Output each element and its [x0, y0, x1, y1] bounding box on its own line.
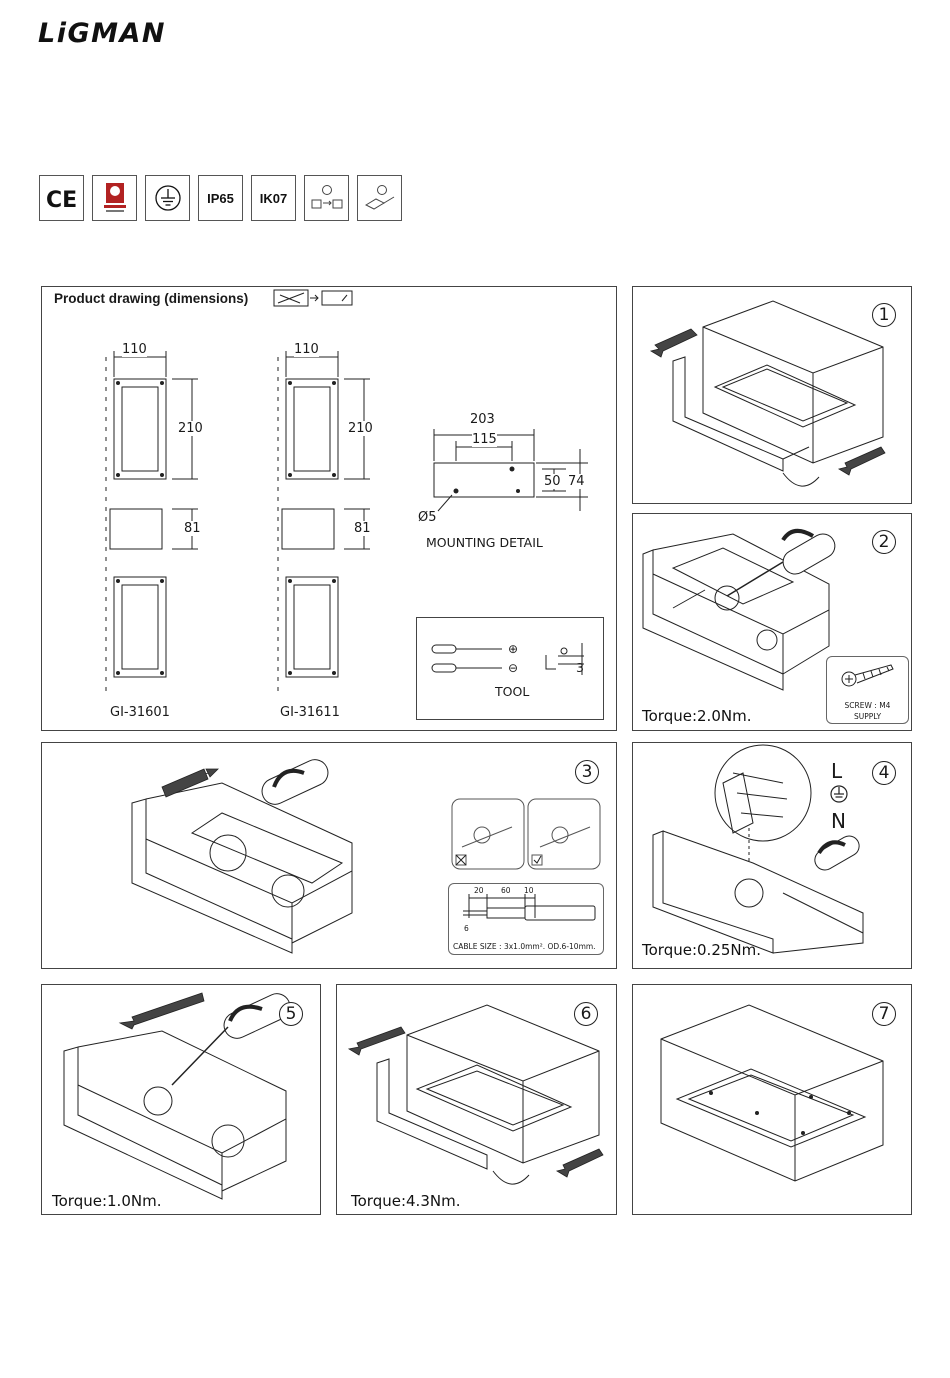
dim-depth-2: 81	[354, 521, 371, 536]
step-2-panel: 2 SCREW : M4 SUPPLY Torque:2.0Nm.	[632, 513, 912, 731]
cable-size-spec: CABLE SIZE : 3x1.0mm². OD.6-10mm.	[453, 942, 596, 951]
mount-hole-dim: Ø5	[418, 510, 437, 525]
model-label-1: GI-31601	[110, 705, 170, 720]
cable-dim-6: 6	[464, 924, 469, 933]
step-1-illustration	[633, 287, 912, 504]
svg-text:CE: CE	[46, 188, 77, 210]
step-6-number: 6	[574, 1002, 598, 1026]
step-2-torque: Torque:2.0Nm.	[642, 707, 751, 725]
cable-dim-20: 20	[474, 886, 484, 895]
step-2-number: 2	[872, 530, 896, 554]
screw-spec: SCREW : M4	[827, 701, 908, 710]
step-1-number: 1	[872, 303, 896, 327]
dim-width-2: 110	[294, 342, 319, 357]
hex-size-label: 3	[576, 660, 584, 675]
brand-logo: LiGMAN	[38, 18, 166, 49]
dim-width-1: 110	[122, 342, 147, 357]
mount-inner-dim: 115	[472, 432, 497, 447]
earth-ground-icon	[145, 175, 190, 221]
step-5-number: 5	[279, 1002, 303, 1026]
screw-callout: SCREW : M4 SUPPLY	[826, 656, 909, 724]
mount-overall-dim: 203	[470, 412, 495, 427]
certification-row: CE IP65 IK07	[39, 175, 402, 221]
step-7-illustration	[633, 985, 912, 1215]
quality-certificate-icon	[92, 175, 137, 221]
ip65-badge: IP65	[198, 175, 243, 221]
step-3-number: 3	[575, 760, 599, 784]
replaceable-control-gear-icon	[357, 175, 402, 221]
step-1-panel: 1	[632, 286, 912, 504]
screw-supply-note: SUPPLY	[827, 712, 908, 721]
dim-height-2: 210	[348, 421, 373, 436]
cable-strip-callout: 20 60 10 6 CABLE SIZE : 3x1.0mm². OD.6-1…	[448, 883, 604, 955]
dim-height-1: 210	[178, 421, 203, 436]
step-5-torque: Torque:1.0Nm.	[52, 1192, 161, 1210]
user-replaceable-light-source-icon	[304, 175, 349, 221]
step-5-illustration	[42, 985, 321, 1215]
tool-label: TOOL	[495, 684, 529, 699]
step-6-panel: 6 Torque:4.3Nm.	[336, 984, 617, 1215]
step-7-number: 7	[872, 1002, 896, 1026]
ik07-badge: IK07	[251, 175, 296, 221]
model-label-2: GI-31611	[280, 705, 340, 720]
cable-dim-10: 10	[524, 886, 534, 895]
tool-box: TOOL 3	[416, 617, 604, 720]
mounting-detail-label: MOUNTING DETAIL	[426, 535, 543, 550]
step-5-panel: 5 Torque:1.0Nm.	[41, 984, 321, 1215]
ce-mark-icon: CE	[39, 175, 84, 221]
step-4-torque: Torque:0.25Nm.	[642, 941, 761, 959]
step-4-illustration	[633, 743, 912, 969]
neutral-wire-label: N	[831, 809, 846, 833]
mount-v-outer-dim: 74	[568, 474, 585, 489]
step-4-panel: L N 4 Torque:0.25Nm.	[632, 742, 912, 969]
step-6-torque: Torque:4.3Nm.	[351, 1192, 460, 1210]
screw-icon	[827, 657, 910, 697]
product-drawing-panel: Product drawing (dimensions)	[41, 286, 617, 731]
cable-dim-60: 60	[501, 886, 511, 895]
live-wire-label: L	[831, 759, 842, 783]
step-7-panel: 7	[632, 984, 912, 1215]
mount-v-inner-dim: 50	[544, 474, 561, 489]
step-3-panel: 3 20 60 10 6 CABLE SIZE : 3x1.0mm². OD.6…	[41, 742, 617, 969]
step-4-number: 4	[872, 761, 896, 785]
dim-depth-1: 81	[184, 521, 201, 536]
